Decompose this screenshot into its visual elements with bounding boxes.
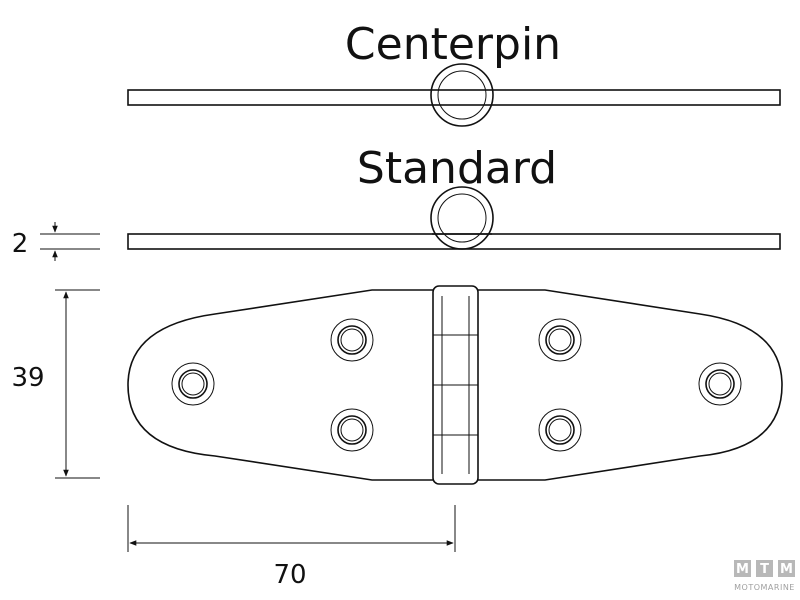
height-value: 39 — [11, 363, 44, 393]
thickness-value: 2 — [12, 229, 29, 259]
width-dimension — [127, 505, 456, 552]
logo-subtitle: MOTOMARINE — [734, 583, 795, 592]
width-value: 70 — [273, 560, 306, 590]
centerpin-label: Centerpin — [345, 19, 561, 70]
screw-hole-left-bottom — [330, 408, 374, 452]
standard-side-view — [127, 186, 781, 250]
logo-letter-3: M — [780, 562, 793, 577]
screw-hole-left-outer — [171, 362, 215, 406]
screw-hole-left-top — [330, 318, 374, 362]
height-dimension — [55, 289, 100, 479]
logo-letter-2: T — [760, 562, 769, 577]
screw-hole-right-bottom — [538, 408, 582, 452]
logo-letter-1: M — [736, 562, 749, 577]
screw-hole-right-top — [538, 318, 582, 362]
screw-hole-right-outer — [698, 362, 742, 406]
standard-label: Standard — [357, 143, 557, 194]
hinge-top-view — [127, 285, 783, 485]
centerpin-side-view — [127, 63, 781, 127]
mtm-logo: M T M MOTOMARINE — [734, 560, 795, 592]
thickness-dimension — [40, 222, 100, 261]
